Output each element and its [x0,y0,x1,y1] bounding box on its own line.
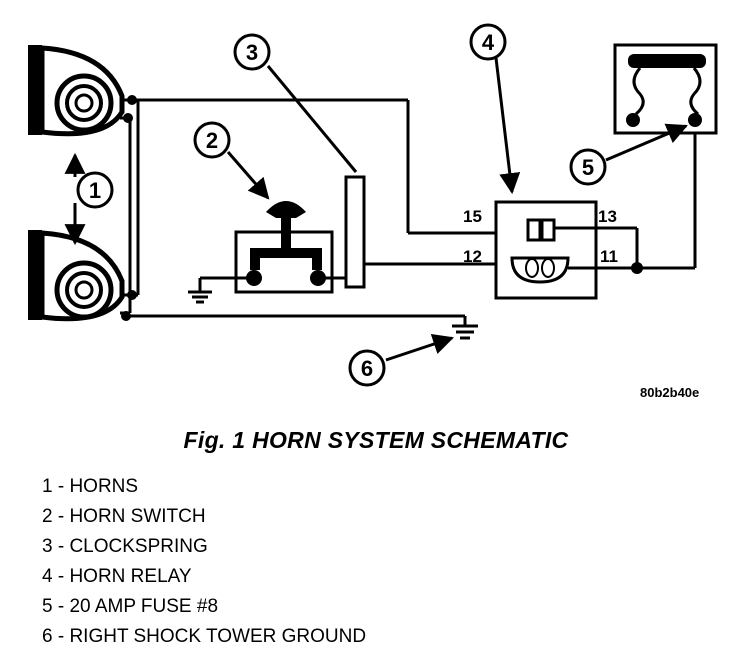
svg-text:2: 2 [206,128,218,153]
fuse-20amp [613,43,718,135]
horn-wiring [120,98,530,318]
callout-2: 2 [193,121,270,200]
legend-item: 4 - HORN RELAY [42,566,192,587]
callout-4: 4 [469,23,521,195]
legend-item: 6 - RIGHT SHOCK TOWER GROUND [42,626,367,647]
svg-text:1: 1 [89,178,101,203]
horn-lower [28,230,125,322]
relay-pin-13: 13 [598,207,617,226]
legend-item: 1 - HORNS [42,476,139,497]
horn-terminal-dot [127,290,137,300]
horn-relay [494,200,598,300]
svg-text:4: 4 [482,30,495,55]
legend-item: 2 - HORN SWITCH [42,506,206,527]
svg-text:3: 3 [246,40,258,65]
horn-terminal-dot [121,311,131,321]
switch-ground-wire [188,276,254,304]
callout-6: 6 [348,334,454,387]
legend-item: 5 - 20 AMP FUSE #8 [42,596,219,617]
callout-1: 1 [64,152,114,246]
relay-pin-15: 15 [463,207,482,226]
relay-junction-dot [631,262,643,274]
horn-schematic-diagram: 1 2 3 [28,23,718,387]
legend-list: 1 - HORNS 2 - HORN SWITCH 3 - CLOCKSPRIN… [42,472,366,652]
svg-text:5: 5 [582,155,594,180]
horn-terminal-dot [127,95,137,105]
svg-text:6: 6 [361,356,373,381]
clockspring [344,175,366,289]
callout-5: 5 [569,123,688,186]
relay-pin-12: 12 [463,247,482,266]
relay-pin-11: 11 [600,247,618,266]
figure-reference-code: 80b2b40e [640,385,700,400]
shock-tower-ground [452,316,478,340]
legend-item: 3 - CLOCKSPRING [42,536,208,557]
callout-3: 3 [233,33,358,173]
figure-title: Fig. 1 HORN SYSTEM SCHEMATIC [183,427,569,453]
horn-upper [28,45,125,137]
horn-terminal-dot [123,113,133,123]
